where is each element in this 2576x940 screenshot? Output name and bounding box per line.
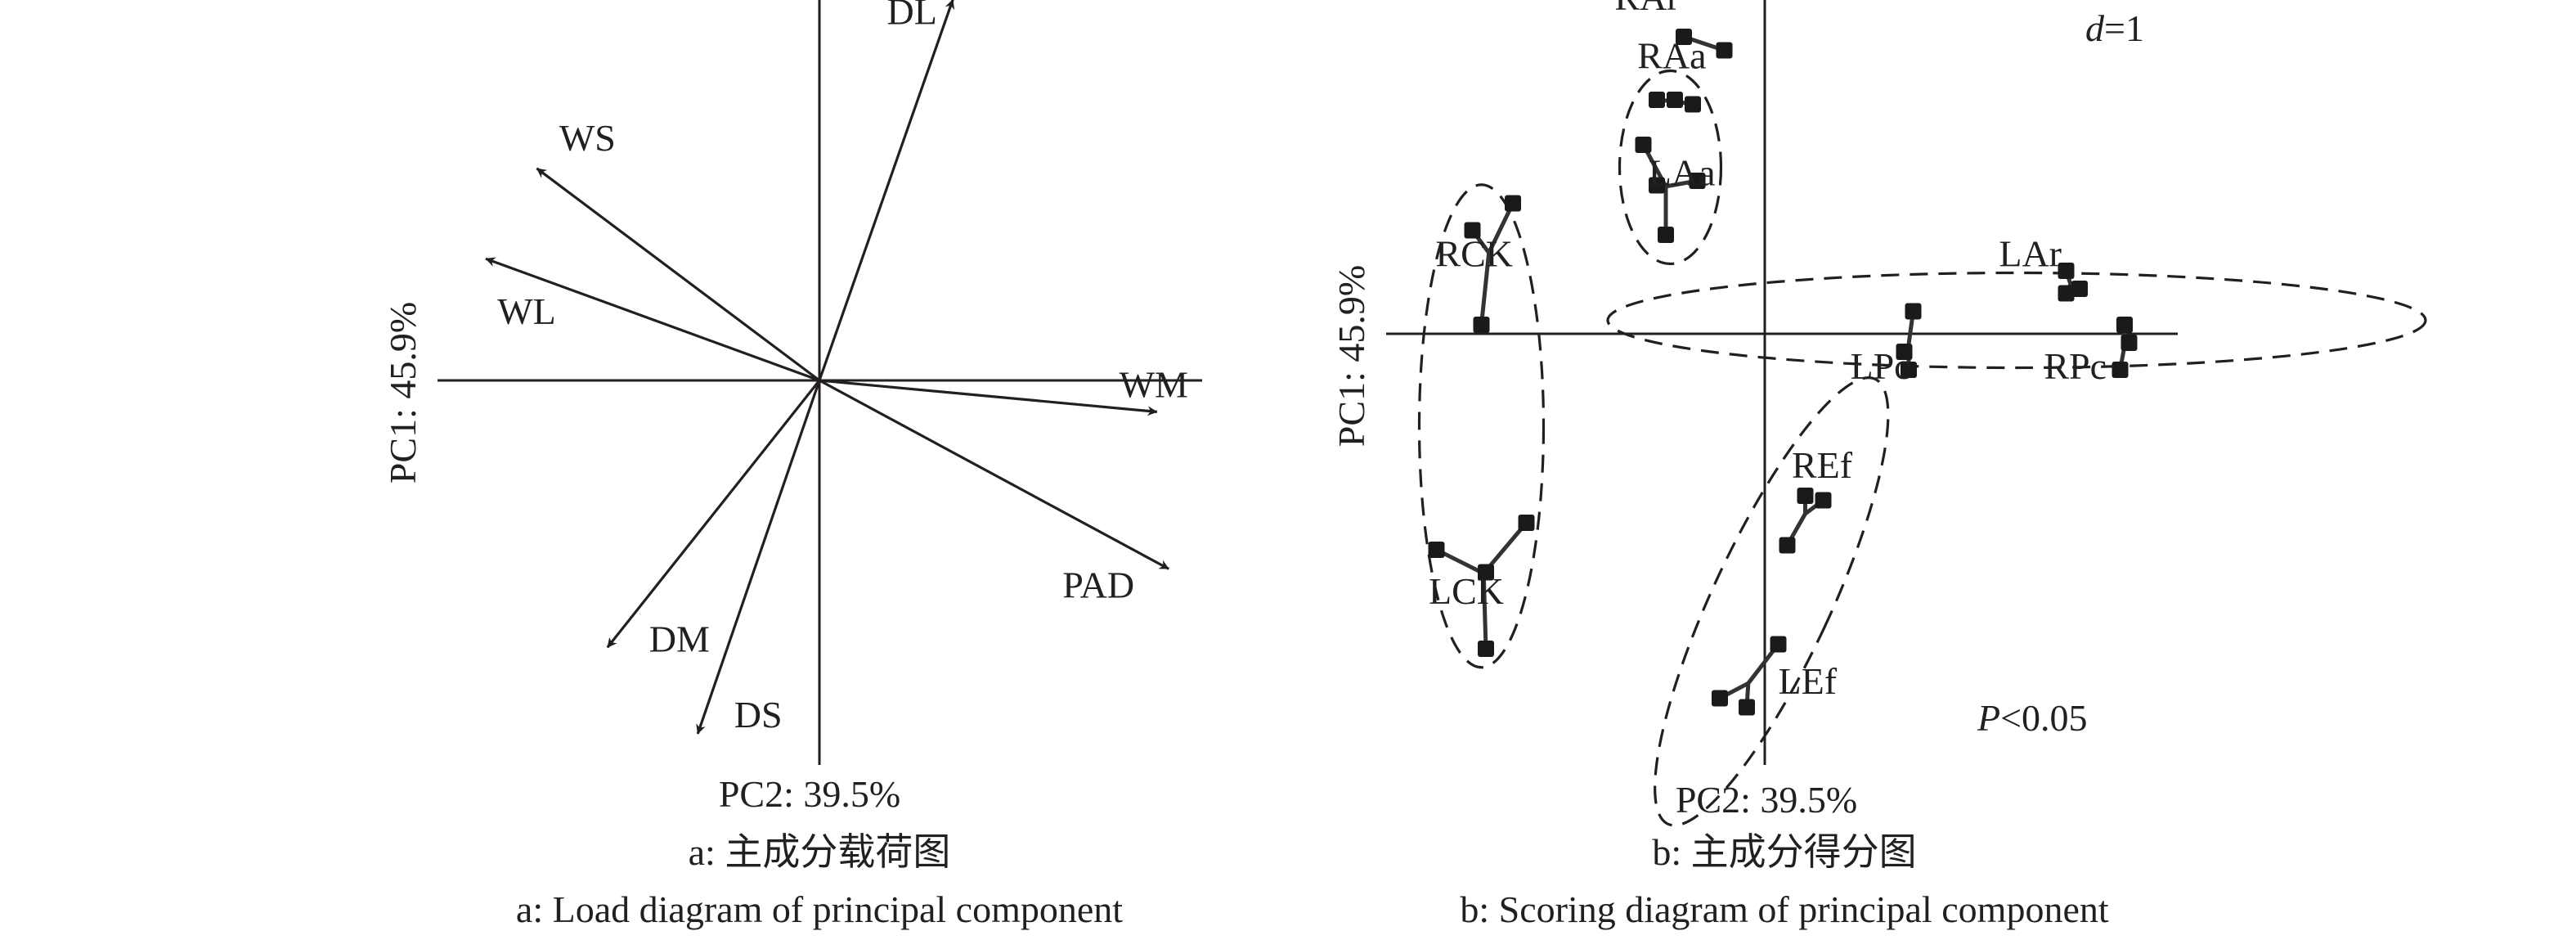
score-point: [1896, 344, 1913, 360]
loading-label-pad: PAD: [1062, 564, 1134, 605]
score-point: [2120, 335, 2138, 351]
loading-label-ds: DS: [734, 694, 783, 735]
loading-caption-cn: a: 主成分载荷图: [689, 831, 951, 873]
score-point: [1676, 29, 1692, 45]
score-caption-en: b: Scoring diagram of principal componen…: [1460, 888, 2109, 930]
significance-italic: P: [1977, 697, 2000, 739]
group-lef: LEf: [1712, 636, 1838, 716]
significance-note: P<0.05: [1977, 697, 2088, 739]
score-point: [1797, 488, 1814, 504]
group-label-lck: LCK: [1429, 570, 1504, 612]
loading-plot-panel: DL WS WL WM PAD DM DS PC2: 39.5% PC1: 45.9% a:…: [382, 0, 1202, 930]
score-point: [1464, 222, 1481, 239]
group-label-rck: RCK: [1435, 233, 1513, 275]
group-label-laa: LAa: [1649, 152, 1716, 194]
loading-label-dm: DM: [649, 618, 710, 659]
group-rck: RCK: [1435, 195, 1521, 333]
loading-label-wl: WL: [497, 290, 556, 332]
loading-vector-dm: [606, 380, 821, 649]
group-label-lar: LAr: [1999, 233, 2062, 275]
group-raa: RAa: [1637, 35, 1707, 113]
group-laa: LAa: [1635, 137, 1716, 243]
loading-vector-ds: [696, 380, 821, 735]
score-point: [1649, 92, 1665, 108]
group-lar: LAr: [1999, 233, 2088, 302]
score-point: [1658, 227, 1674, 243]
loading-ylabel: PC1: 45.9%: [382, 302, 424, 483]
significance-rest: <0.05: [2000, 697, 2087, 739]
group-rpc: RPc: [2044, 317, 2138, 387]
loading-vector-dl: [818, 0, 955, 381]
score-point: [2058, 285, 2075, 302]
loading-xlabel: PC2: 39.5%: [719, 773, 900, 815]
scale-note: d=1: [2085, 7, 2144, 49]
group-connector: [1487, 202, 1515, 254]
cluster-ellipse-ref-lef: [1654, 376, 1890, 827]
score-point: [1473, 317, 1490, 333]
group-connector: [1479, 252, 1492, 326]
loading-vector-wm: [819, 379, 1158, 416]
loading-label-wm: WM: [1120, 363, 1188, 405]
score-point: [1685, 96, 1701, 113]
group-label-raa: RAa: [1637, 35, 1706, 77]
score-point: [1901, 362, 1917, 378]
score-xlabel: PC2: 39.5%: [1676, 779, 1857, 821]
score-ylabel: PC1: 45.9%: [1331, 265, 1372, 447]
score-point: [1770, 636, 1787, 653]
score-point: [1478, 564, 1494, 581]
score-point: [1712, 690, 1728, 707]
loading-vector-ws: [536, 167, 820, 382]
score-point: [1716, 42, 1733, 59]
group-label-rpc: RPc: [2044, 345, 2107, 387]
score-point: [1505, 195, 1521, 212]
group-connector: [1481, 573, 1488, 650]
score-point: [2071, 281, 2088, 297]
group-label-lef: LEf: [1779, 660, 1838, 702]
group-label-lpc: LPc: [1851, 345, 1911, 387]
score-point: [1689, 173, 1706, 189]
score-point: [1815, 492, 1832, 509]
loading-vector-wl: [485, 257, 820, 382]
group-label-ref: REf: [1792, 444, 1853, 486]
score-point: [1779, 537, 1796, 554]
score-point: [1649, 177, 1665, 194]
score-point: [1667, 92, 1683, 108]
score-point: [2112, 362, 2129, 378]
score-point: [1635, 137, 1652, 153]
scale-note-rest: =1: [2104, 7, 2144, 49]
score-caption-cn: b: 主成分得分图: [1652, 831, 1916, 873]
group-label-rar: RAr: [1614, 0, 1679, 18]
group-rar: RAr: [1614, 0, 1733, 59]
score-point: [2116, 317, 2133, 333]
cluster-ellipse-rck-lck: [1417, 183, 1546, 669]
score-point: [1905, 303, 1922, 320]
score-point: [1518, 515, 1535, 531]
loading-caption-en: a: Load diagram of principal component: [516, 888, 1123, 930]
loading-label-dl: DL: [887, 0, 937, 32]
cluster-ellipse-raa-laa: [1618, 69, 1723, 266]
group-ref: REf: [1779, 444, 1853, 554]
cluster-ellipse-lar-lpc-rpc: [1606, 271, 2427, 370]
loading-label-ws: WS: [559, 117, 616, 159]
scale-note-italic: d: [2085, 7, 2105, 49]
score-point: [2058, 263, 2075, 279]
group-lck: LCK: [1428, 515, 1535, 657]
score-point: [1739, 699, 1755, 716]
loading-vector-pad: [819, 379, 1169, 570]
group-lpc: LPc: [1851, 303, 1922, 387]
score-point: [1428, 542, 1445, 558]
score-point: [1478, 641, 1494, 657]
